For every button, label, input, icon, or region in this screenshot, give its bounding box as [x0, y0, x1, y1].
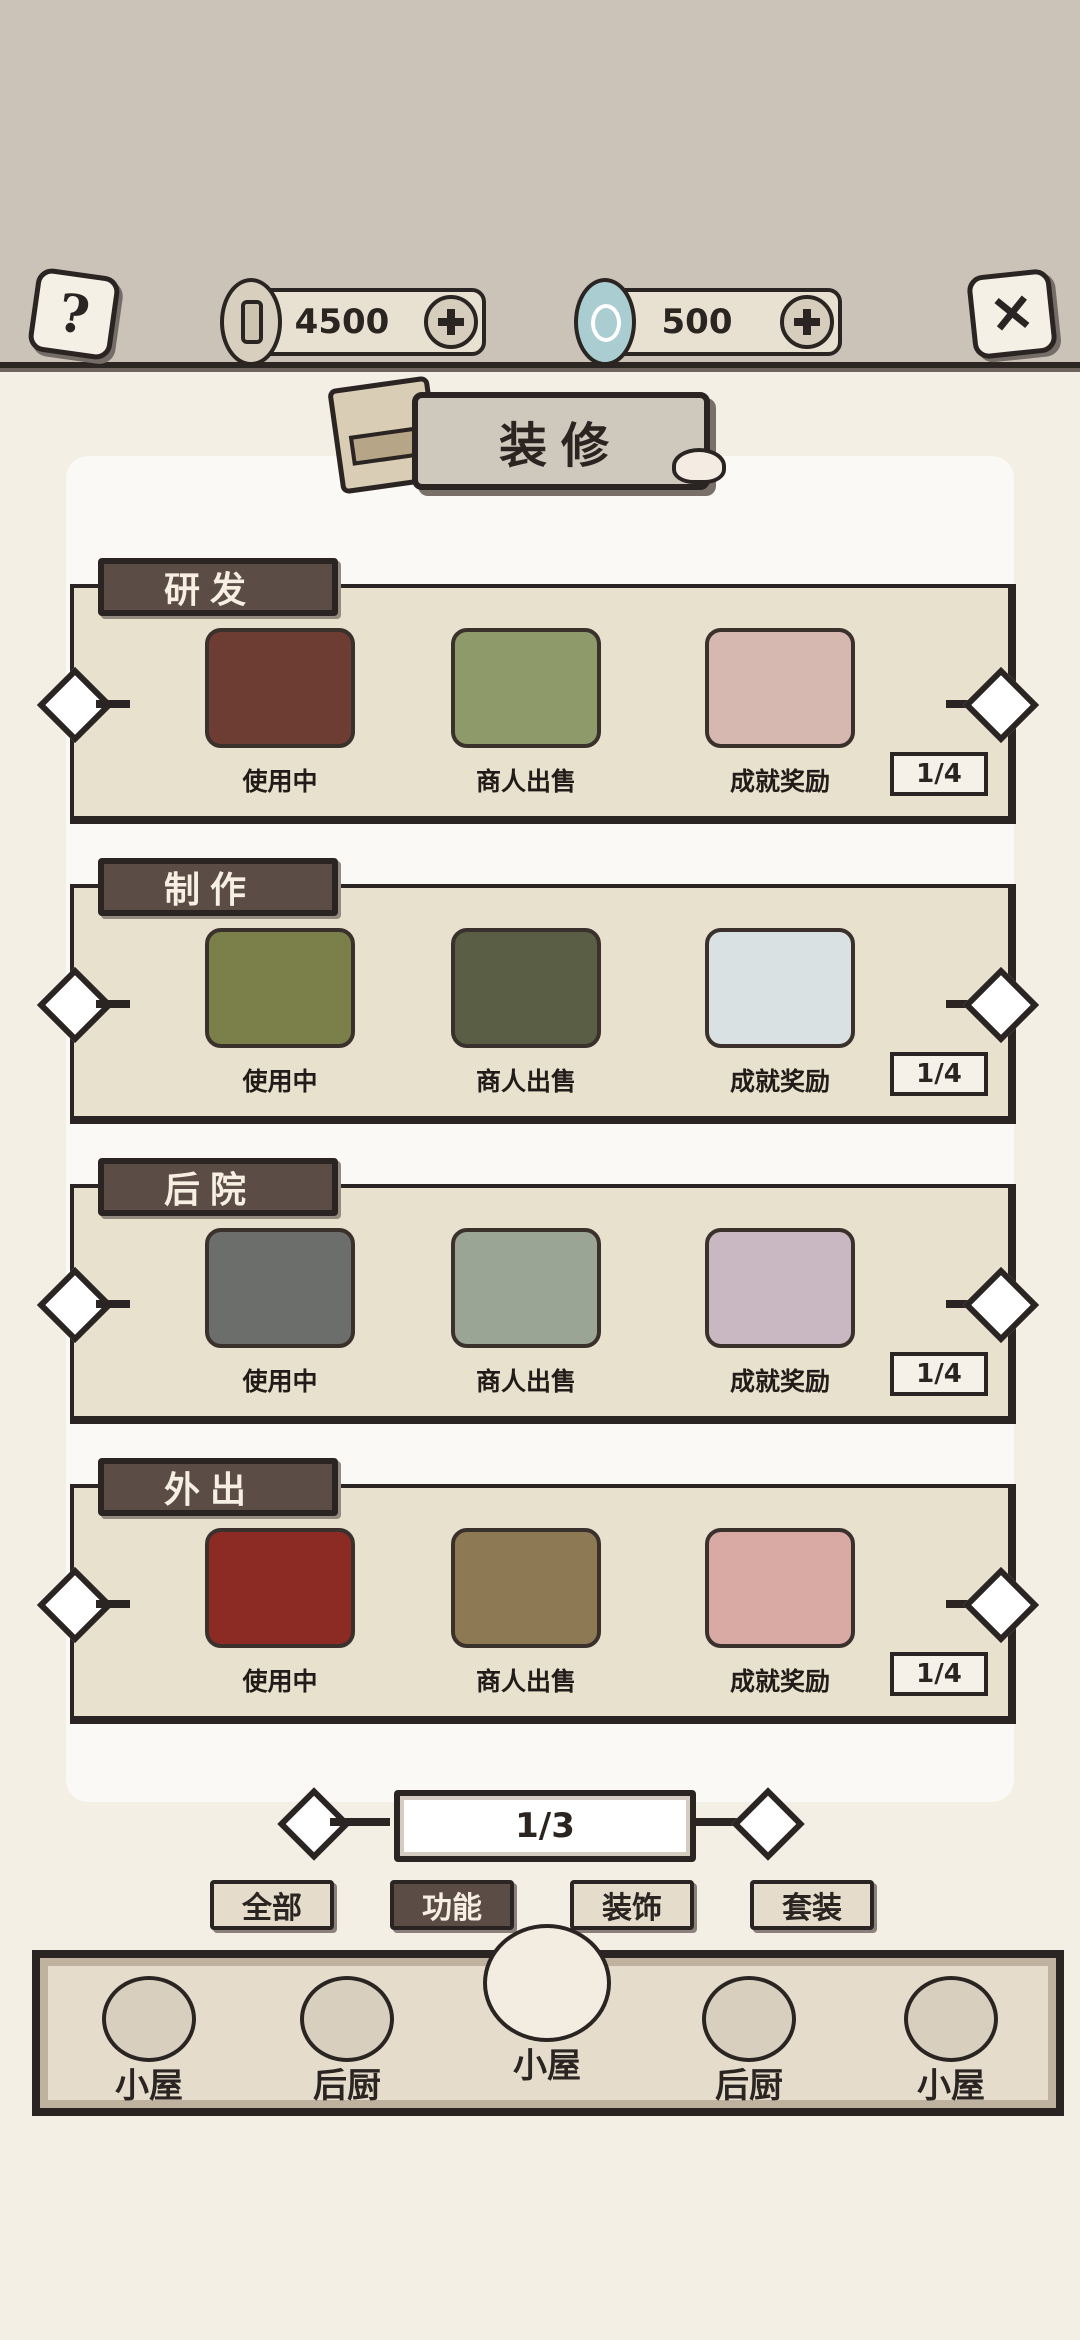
furniture-item[interactable]: 商人出售 — [426, 1228, 626, 1398]
crystal-orb-icon — [705, 628, 855, 748]
category-label: 外出 — [98, 1458, 338, 1516]
furniture-item[interactable]: 成就奖励 — [680, 628, 880, 798]
coin-icon — [220, 278, 282, 366]
item-counter: 1/4 — [890, 752, 988, 796]
furniture-item[interactable]: 商人出售 — [426, 628, 626, 798]
item-status: 商人出售 — [475, 1067, 576, 1096]
cloud-ornament-icon — [672, 448, 726, 484]
garden-pond-icon — [205, 1228, 355, 1348]
workbench-icon — [205, 928, 355, 1048]
filter-function-button[interactable]: 功能 — [390, 1880, 514, 1930]
question-icon: ? — [54, 281, 94, 347]
coin-value: 4500 — [294, 302, 390, 342]
top-bar: ? 4500 500 ✕ — [0, 0, 1080, 368]
add-coins-button[interactable] — [424, 295, 478, 349]
nav-item-cottage-selected[interactable]: 小屋 — [472, 1924, 622, 2108]
prev-arrow-icon[interactable] — [36, 1266, 132, 1344]
item-counter: 1/4 — [890, 1652, 988, 1696]
scroll-shelf-icon — [451, 628, 601, 748]
arrow-right-icon — [731, 1787, 805, 1861]
page-title: 装修 — [412, 392, 710, 490]
prev-page-button[interactable] — [277, 1787, 390, 1861]
filter-all-button[interactable]: 全部 — [210, 1880, 334, 1930]
waterfall-stone-icon — [705, 1228, 855, 1348]
gem-value: 500 — [661, 302, 733, 342]
nav-label: 小屋 — [513, 2046, 581, 2086]
nav-label: 后厨 — [313, 2066, 381, 2106]
category-research: 研发 使用中 商人出售 成就奖励 1/4 — [36, 558, 1040, 824]
item-status: 使用中 — [242, 1067, 318, 1096]
add-gems-button[interactable] — [780, 295, 834, 349]
filter-decoration-button[interactable]: 装饰 — [570, 1880, 694, 1930]
close-button[interactable]: ✕ — [965, 267, 1059, 361]
furniture-item[interactable]: 成就奖励 — [680, 1228, 880, 1398]
nav-item-cottage[interactable]: 小屋 — [74, 1958, 224, 2108]
furniture-item[interactable]: 使用中 — [180, 1228, 380, 1398]
nav-label: 后厨 — [715, 2066, 783, 2106]
filter-set-button[interactable]: 套装 — [750, 1880, 874, 1930]
furniture-item[interactable]: 使用中 — [180, 628, 380, 798]
furniture-item[interactable]: 商人出售 — [426, 1528, 626, 1698]
category-backyard: 后院 使用中 商人出售 成就奖励 1/4 — [36, 1158, 1040, 1424]
prev-arrow-icon[interactable] — [36, 1566, 132, 1644]
gem-counter: 500 — [574, 278, 842, 366]
furniture-item[interactable]: 商人出售 — [426, 928, 626, 1098]
next-arrow-icon[interactable] — [946, 1266, 1040, 1344]
nav-item-kitchen[interactable]: 后厨 — [674, 1958, 824, 2108]
next-arrow-icon[interactable] — [946, 966, 1040, 1044]
item-status: 成就奖励 — [729, 1067, 830, 1096]
coin-counter: 4500 — [220, 278, 486, 366]
gem-icon — [574, 278, 636, 366]
nav-label: 小屋 — [115, 2066, 183, 2106]
folding-screen-icon — [205, 1528, 355, 1648]
stall-table-icon — [451, 928, 601, 1048]
furniture-item[interactable]: 使用中 — [180, 1528, 380, 1698]
nav-item-cottage[interactable]: 小屋 — [876, 1958, 1026, 2108]
prev-arrow-icon[interactable] — [36, 666, 132, 744]
item-counter: 1/4 — [890, 1052, 988, 1096]
cottage-icon — [904, 1976, 998, 2062]
nav-item-kitchen[interactable]: 后厨 — [272, 1958, 422, 2108]
cottage-icon — [102, 1976, 196, 2062]
furniture-item[interactable]: 成就奖励 — [680, 1528, 880, 1698]
item-status: 商人出售 — [475, 1667, 576, 1696]
close-icon: ✕ — [987, 281, 1037, 347]
spirit-mirror-icon — [705, 1528, 855, 1648]
category-label: 后院 — [98, 1158, 338, 1216]
page-indicator: 1/3 — [394, 1790, 696, 1862]
nav-label: 小屋 — [917, 2066, 985, 2106]
item-counter: 1/4 — [890, 1352, 988, 1396]
cabinet-icon — [205, 628, 355, 748]
item-status: 商人出售 — [475, 767, 576, 796]
item-status: 使用中 — [242, 1367, 318, 1396]
bamboo-well-icon — [451, 1228, 601, 1348]
help-button[interactable]: ? — [26, 266, 122, 362]
kitchen-icon — [300, 1976, 394, 2062]
next-arrow-icon[interactable] — [946, 1566, 1040, 1644]
category-outing: 外出 使用中 商人出售 成就奖励 1/4 — [36, 1458, 1040, 1724]
cottage-icon — [483, 1924, 611, 2042]
item-status: 成就奖励 — [729, 1367, 830, 1396]
item-status: 商人出售 — [475, 1367, 576, 1396]
item-status: 使用中 — [242, 767, 318, 796]
item-status: 使用中 — [242, 1667, 318, 1696]
next-arrow-icon[interactable] — [946, 666, 1040, 744]
room-nav-bar: 小屋 后厨 小屋 后厨 小屋 — [32, 1924, 1064, 2116]
item-status: 成就奖励 — [729, 1667, 830, 1696]
furniture-item[interactable]: 使用中 — [180, 928, 380, 1098]
category-crafting: 制作 使用中 商人出售 成就奖励 1/4 — [36, 858, 1040, 1124]
wooden-shed-icon — [451, 1528, 601, 1648]
kitchen-icon — [702, 1976, 796, 2062]
next-page-button[interactable] — [692, 1787, 805, 1861]
category-label: 研发 — [98, 558, 338, 616]
item-status: 成就奖励 — [729, 767, 830, 796]
prev-arrow-icon[interactable] — [36, 966, 132, 1044]
category-label: 制作 — [98, 858, 338, 916]
furniture-item[interactable]: 成就奖励 — [680, 928, 880, 1098]
cloud-table-icon — [705, 928, 855, 1048]
